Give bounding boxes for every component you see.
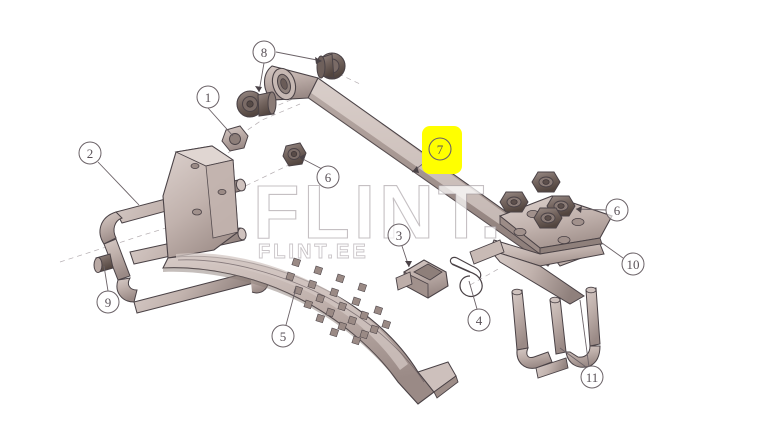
callout-3-label: 3 [396, 228, 403, 243]
leader-4 [468, 280, 478, 310]
callout-10-label: 10 [627, 257, 640, 272]
leader-arrowheads [255, 57, 582, 267]
callout-2-label: 2 [87, 146, 94, 161]
callout-6-right-label: 6 [614, 203, 621, 218]
callout-8-label: 8 [261, 45, 268, 60]
callout-2[interactable]: 2 [78, 141, 102, 165]
callout-group: 1 2 3 4 5 6 [78, 40, 645, 389]
callout-10[interactable]: 10 [621, 252, 645, 276]
callout-9[interactable]: 9 [96, 290, 120, 314]
leader-5 [285, 287, 297, 326]
leader-8a [275, 51, 323, 62]
part-r-clip-pin [449, 256, 483, 298]
callout-6-right[interactable]: 6 [605, 198, 629, 222]
callout-5-label: 5 [280, 329, 287, 344]
leader-11b [579, 299, 590, 368]
callout-6-upper-label: 6 [325, 170, 332, 185]
part-u-bolt-lower-right [511, 286, 601, 379]
callout-3[interactable]: 3 [387, 223, 411, 247]
highlight-callout-7 [422, 126, 462, 174]
part-clevis-shackle [395, 259, 449, 299]
part-bushing-cap-right [316, 52, 346, 80]
part-nut-group-right [499, 171, 576, 229]
part-bushing-cap-left [236, 90, 277, 118]
callout-9-label: 9 [105, 295, 112, 310]
leader-9 [103, 265, 109, 292]
leader-2 [97, 161, 140, 206]
watermark-primary: FLINT. [253, 170, 505, 255]
part-bolt-lower-left [93, 253, 114, 273]
part-nut-1 [221, 125, 249, 152]
callout-4-label: 4 [476, 313, 483, 328]
leader-11a [559, 347, 587, 368]
callout-7-label: 7 [437, 142, 444, 157]
watermark-secondary: FLINT.EE [258, 241, 369, 263]
callout-11[interactable]: 11 [580, 365, 604, 389]
callout-6-upper[interactable]: 6 [316, 165, 340, 189]
callout-4[interactable]: 4 [467, 308, 491, 332]
callout-11-label: 11 [586, 370, 599, 385]
callout-8[interactable]: 8 [252, 40, 276, 64]
callout-leader-lines [97, 51, 624, 368]
tread-block-grid [285, 257, 392, 346]
part-main-trailing-arm [162, 145, 459, 405]
leader-1 [207, 107, 234, 137]
part-nut-6-upper [282, 142, 307, 167]
callout-1-label: 1 [205, 90, 212, 105]
leader-10 [601, 242, 624, 259]
callout-1[interactable]: 1 [196, 85, 220, 109]
callout-5[interactable]: 5 [271, 324, 295, 348]
callout-7[interactable]: 7 [428, 137, 452, 161]
watermark: FLINT. FLINT.EE [252, 169, 505, 263]
